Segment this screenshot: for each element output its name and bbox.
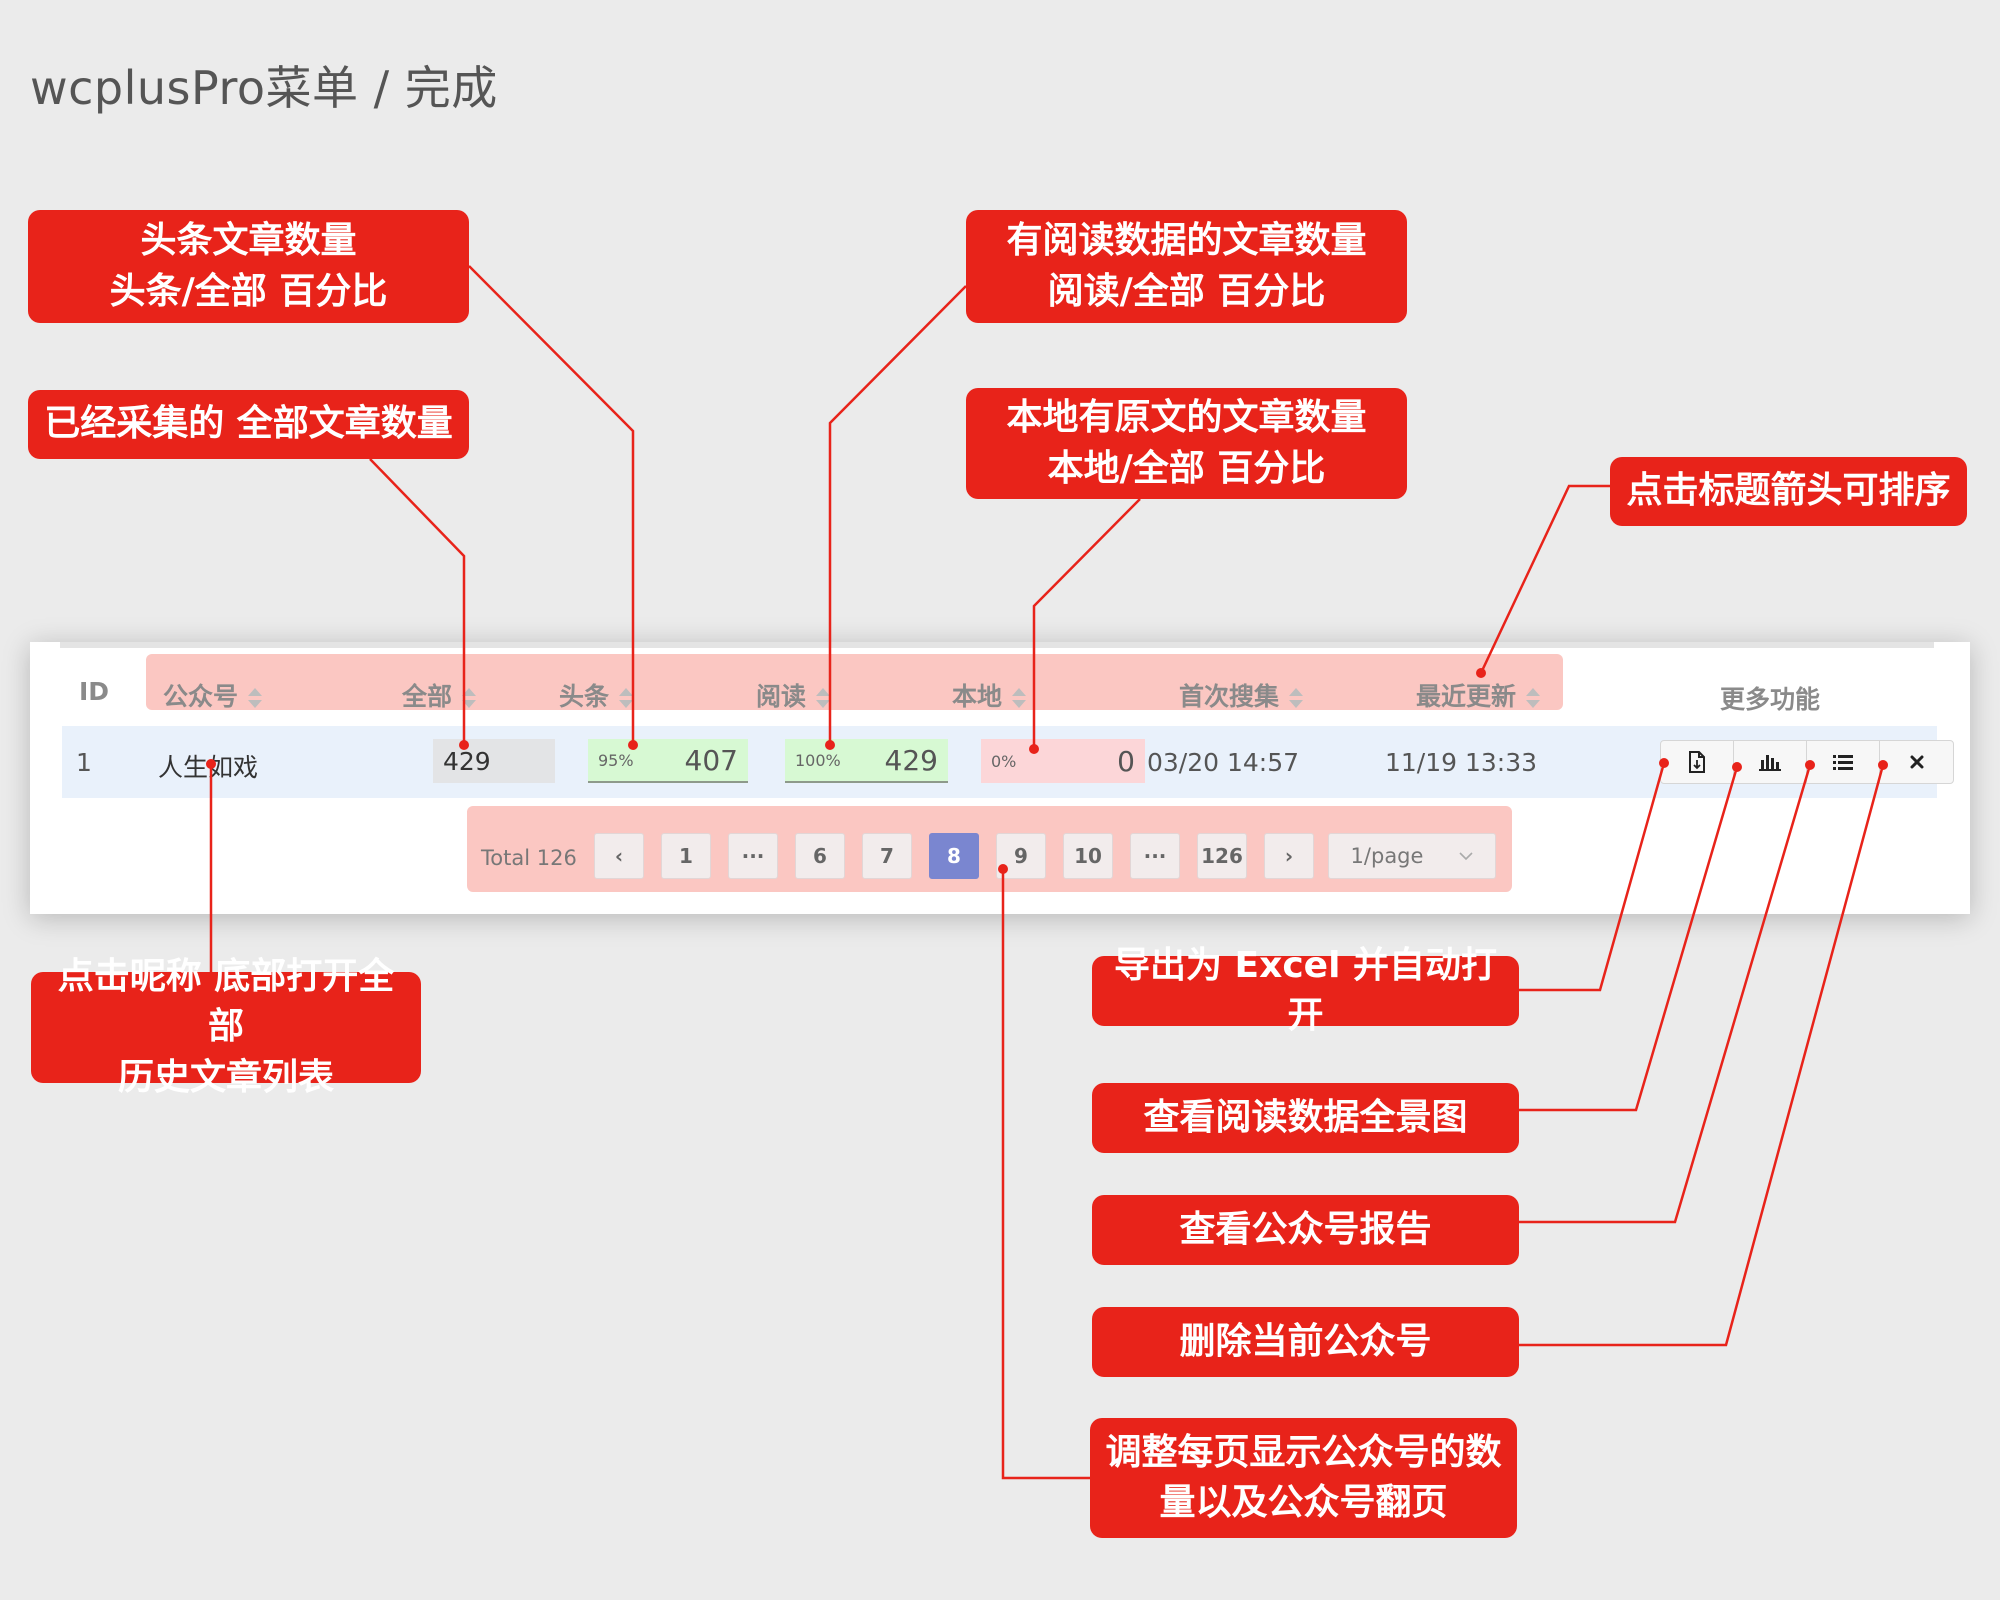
- page-button-9[interactable]: 9: [996, 833, 1046, 879]
- next-page-button[interactable]: ›: [1264, 833, 1314, 879]
- page-title: wcplusPro菜单 / 完成: [30, 61, 498, 115]
- page-button-10[interactable]: 10: [1063, 833, 1113, 879]
- column-header-more: 更多功能: [1720, 685, 1821, 714]
- sort-arrows-icon[interactable]: [462, 687, 477, 709]
- pagination-total: Total 126: [481, 846, 577, 870]
- headline-count: 407: [684, 743, 738, 777]
- callout-collected-count: 已经采集的 全部文章数量: [28, 390, 469, 459]
- page-button-6[interactable]: 6: [795, 833, 845, 879]
- page-button-7[interactable]: 7: [862, 833, 912, 879]
- column-header-account[interactable]: 公众号: [163, 677, 263, 713]
- row-id: 1: [76, 748, 92, 777]
- account-table-panel: ID 公众号 全部 头条 阅读 本地 首次搜集 最近更新 更多功能 1 人生如戏…: [30, 642, 1970, 914]
- read-count: 429: [884, 743, 938, 777]
- account-nickname-link[interactable]: 人生如戏: [158, 753, 259, 782]
- prev-page-button[interactable]: ‹: [594, 833, 644, 879]
- column-header-first-crawl[interactable]: 首次搜集: [1179, 677, 1304, 713]
- all-count: 429: [443, 746, 491, 776]
- sort-arrows-icon[interactable]: [816, 687, 831, 709]
- read-percent: 100%: [795, 750, 841, 770]
- sort-arrows-icon[interactable]: [1012, 687, 1027, 709]
- callout-read-count: 有阅读数据的文章数量阅读/全部 百分比: [966, 210, 1407, 323]
- column-header-headline[interactable]: 头条: [559, 677, 634, 713]
- delete-icon: [1910, 755, 1923, 769]
- export-excel-button[interactable]: [1661, 741, 1734, 783]
- sort-arrows-icon[interactable]: [1526, 687, 1541, 709]
- column-header-id: ID: [79, 677, 110, 706]
- chevron-down-icon: [1459, 851, 1474, 860]
- delete-account-button[interactable]: [1880, 741, 1953, 783]
- page-size-select[interactable]: 1/page: [1328, 833, 1496, 879]
- column-header-local[interactable]: 本地: [952, 677, 1027, 713]
- callout-export: 导出为 Excel 并自动打开: [1092, 945, 1519, 1036]
- sort-arrows-icon[interactable]: [1289, 687, 1304, 709]
- column-header-all[interactable]: 全部: [402, 677, 477, 713]
- all-count-cell: 429: [433, 739, 555, 783]
- page-size-value: 1/page: [1350, 844, 1424, 868]
- column-header-read[interactable]: 阅读: [756, 677, 831, 713]
- header-highlight: [146, 654, 1563, 710]
- list-icon: [1833, 755, 1853, 770]
- callout-sort: 点击标题箭头可排序: [1610, 457, 1967, 526]
- local-count-cell: 0% 0: [981, 739, 1145, 783]
- action-button-group: [1660, 740, 1954, 784]
- column-header-last-update[interactable]: 最近更新: [1416, 677, 1541, 713]
- headline-percent: 95%: [598, 750, 634, 770]
- export-excel-icon: [1689, 751, 1705, 773]
- panel-top-border: [60, 642, 1934, 648]
- page-ellipsis-left[interactable]: ···: [728, 833, 778, 879]
- local-percent: 0%: [991, 751, 1017, 771]
- callout-pagination: 调整每页显示公众号的数量以及公众号翻页: [1090, 1418, 1517, 1538]
- page-button-8-active[interactable]: 8: [929, 833, 979, 879]
- callout-report: 查看公众号报告: [1092, 1195, 1519, 1265]
- sort-arrows-icon[interactable]: [248, 687, 263, 709]
- sort-arrows-icon[interactable]: [619, 687, 634, 709]
- local-count: 0: [1117, 744, 1135, 778]
- read-count-cell: 100% 429: [785, 739, 948, 783]
- reading-panorama-button[interactable]: [1734, 741, 1807, 783]
- account-report-button[interactable]: [1807, 741, 1880, 783]
- page-button-1[interactable]: 1: [661, 833, 711, 879]
- headline-count-cell: 95% 407: [588, 739, 748, 783]
- page-ellipsis-right[interactable]: ···: [1130, 833, 1180, 879]
- bar-chart-icon: [1759, 755, 1781, 771]
- callout-delete: 删除当前公众号: [1092, 1307, 1519, 1377]
- callout-nickname: 点击昵称 底部打开全部历史文章列表: [31, 956, 421, 1098]
- table-row: 1 人生如戏 03/20 14:57 11/19 13:33: [62, 726, 1937, 798]
- callout-local-count: 本地有原文的文章数量本地/全部 百分比: [966, 388, 1407, 499]
- first-crawl-time: 03/20 14:57: [1147, 748, 1300, 777]
- last-update-time: 11/19 13:33: [1385, 748, 1538, 777]
- callout-headline-count: 头条文章数量头条/全部 百分比: [28, 210, 469, 323]
- page-button-126[interactable]: 126: [1197, 833, 1247, 879]
- callout-panorama: 查看阅读数据全景图: [1092, 1083, 1519, 1153]
